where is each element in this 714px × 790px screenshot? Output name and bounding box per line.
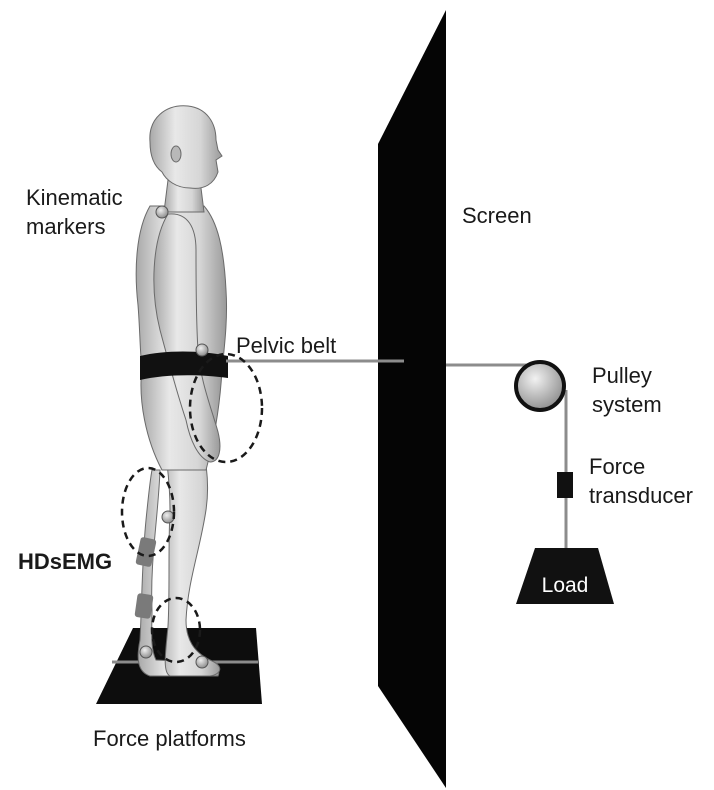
- kinematic-markers-label-line1: Kinematic: [26, 185, 123, 210]
- force-transducer-label-line2: transducer: [589, 483, 693, 508]
- marker-ankle: [140, 646, 152, 658]
- hdsemg-label: HDsEMG: [18, 549, 112, 574]
- pulley-wheel: [516, 362, 564, 410]
- screen-label: Screen: [462, 203, 532, 228]
- human-figure: [136, 106, 226, 676]
- marker-shoulder: [156, 206, 168, 218]
- marker-toe: [196, 656, 208, 668]
- pulley-system-label-line1: Pulley: [592, 363, 652, 388]
- emg-patch-lower: [134, 593, 153, 619]
- pulley-system-label-line2: system: [592, 392, 662, 417]
- screen-panel: [378, 10, 446, 788]
- kinematic-markers-label-line2: markers: [26, 214, 105, 239]
- force-platforms-label: Force platforms: [93, 726, 246, 751]
- load-label: Load: [542, 574, 589, 597]
- force-transducer-label-line1: Force: [589, 454, 645, 479]
- marker-knee: [162, 511, 174, 523]
- force-transducer: [557, 472, 573, 498]
- pelvic-belt-label: Pelvic belt: [236, 333, 336, 358]
- marker-hip: [196, 344, 208, 356]
